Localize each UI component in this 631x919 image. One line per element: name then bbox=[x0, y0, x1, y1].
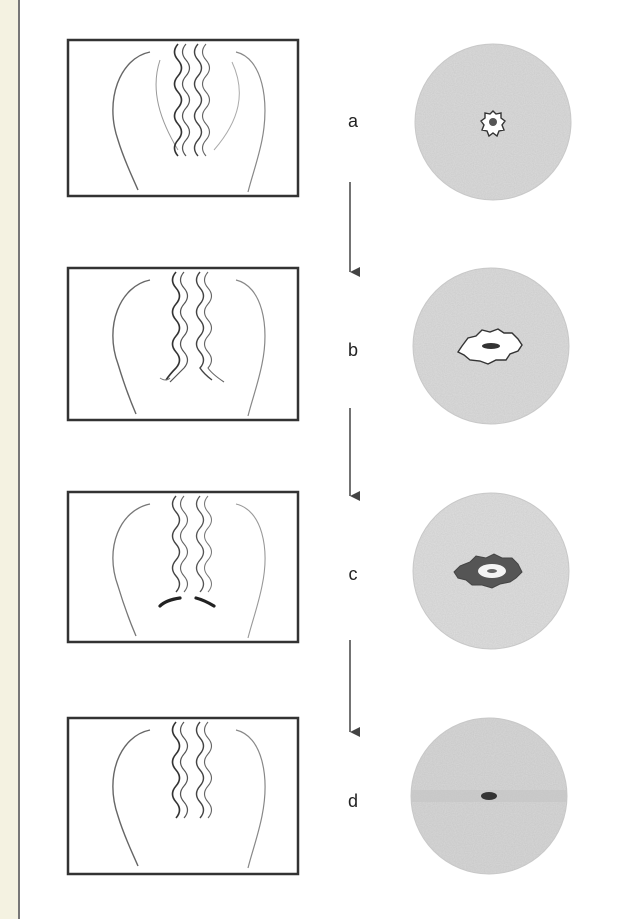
section-panel-d bbox=[68, 718, 298, 874]
disc-view-b bbox=[413, 268, 569, 424]
step-label-d: d bbox=[340, 791, 366, 811]
section-panel-c bbox=[68, 492, 298, 642]
disc-view-c bbox=[413, 493, 569, 649]
disc-view-d bbox=[411, 718, 567, 874]
step-label-b: b bbox=[340, 340, 366, 360]
section-panel-b bbox=[68, 268, 298, 420]
step-label-a: a bbox=[340, 111, 366, 131]
section-panel-a bbox=[68, 40, 298, 196]
step-label-c: c bbox=[340, 564, 366, 584]
disc-view-a bbox=[415, 44, 571, 200]
